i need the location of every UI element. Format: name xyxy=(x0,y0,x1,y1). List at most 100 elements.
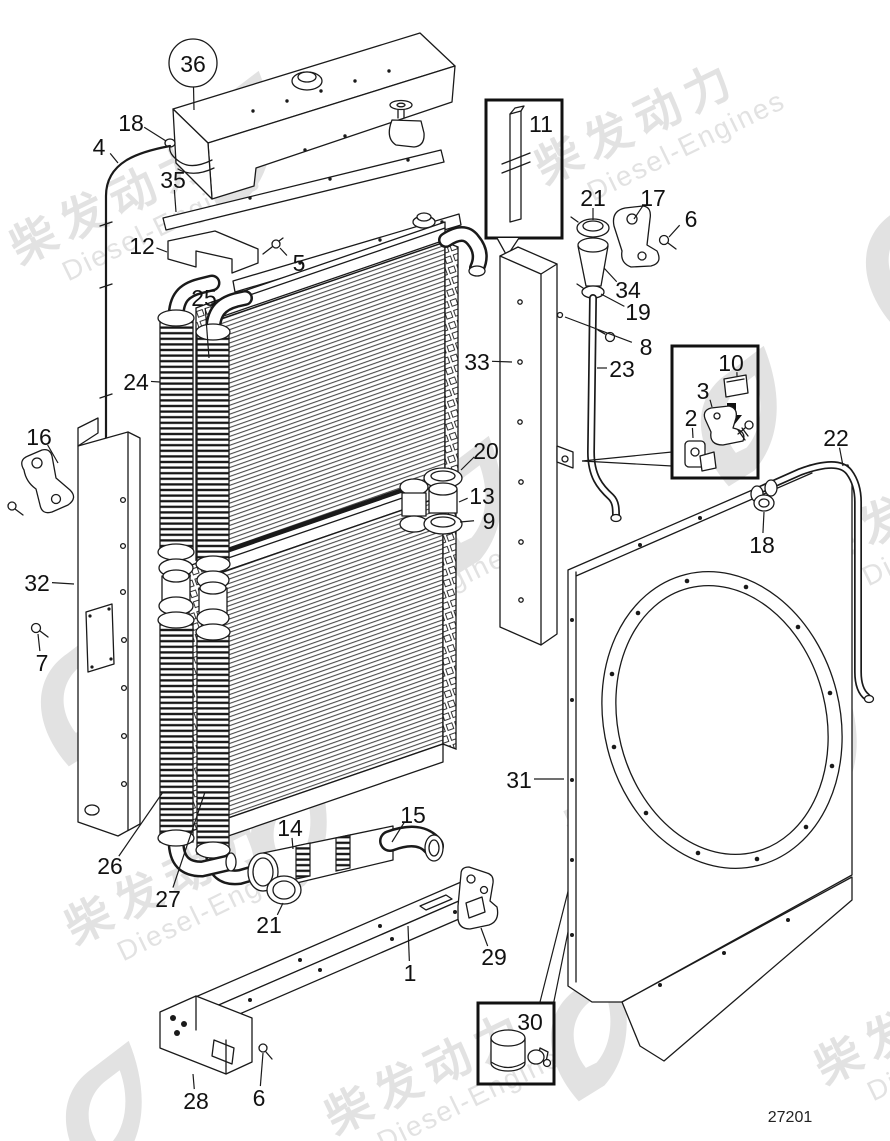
part-7-bolt xyxy=(30,622,49,638)
callout-number: 6 xyxy=(685,206,698,232)
callout-number: 35 xyxy=(160,167,186,193)
callout-27: 27 xyxy=(155,791,206,912)
part-26-hose xyxy=(157,611,237,878)
callout-4: 4 xyxy=(93,134,119,164)
callout-number: 12 xyxy=(129,233,155,259)
callout-number: 7 xyxy=(36,650,49,676)
part-16-bracket xyxy=(21,448,75,514)
callout-number: 29 xyxy=(481,944,507,970)
callout-21: 21 xyxy=(580,185,606,220)
callout-21: 21 xyxy=(256,902,284,938)
callout-36: 36 xyxy=(168,38,218,111)
callout-number: 22 xyxy=(823,425,849,451)
part-32-side-channel xyxy=(77,417,141,837)
part-28-bracket xyxy=(159,995,253,1075)
callout-number: 26 xyxy=(97,853,123,879)
callout-14: 14 xyxy=(277,815,303,850)
callout-24: 24 xyxy=(123,369,161,395)
inset-box-2-3-10 xyxy=(581,344,760,480)
part-8-bolt xyxy=(556,311,616,343)
callout-number: 27 xyxy=(155,886,181,912)
part-35-upper-strip xyxy=(162,149,445,231)
callout-2: 2 xyxy=(685,405,698,439)
callout-number: 17 xyxy=(640,185,666,211)
callout-6: 6 xyxy=(668,206,698,238)
part-6-bolt-left xyxy=(7,501,24,516)
callout-13: 13 xyxy=(458,483,495,509)
callout-number: 28 xyxy=(183,1088,209,1114)
part-36-top-tank xyxy=(164,32,456,200)
part-20-13-9-fittings xyxy=(399,467,463,535)
callout-18: 18 xyxy=(118,110,167,142)
callout-number: 20 xyxy=(473,438,499,464)
callout-number: 15 xyxy=(400,802,426,828)
part-5-screw xyxy=(262,237,284,255)
callout-7: 7 xyxy=(36,633,49,676)
callout-number: 18 xyxy=(749,532,775,558)
part-34-funnel xyxy=(577,237,609,287)
callout-17: 17 xyxy=(633,185,666,220)
part-6-bolt-bottom xyxy=(258,1043,273,1060)
callout-number: 23 xyxy=(609,356,635,382)
part-33-channel xyxy=(499,246,574,646)
part-24-hose xyxy=(157,274,221,561)
callout-number: 32 xyxy=(24,570,50,596)
callout-number: 2 xyxy=(685,405,698,431)
callout-11: 11 xyxy=(529,111,553,137)
callout-number: 31 xyxy=(506,767,532,793)
callout-19: 19 xyxy=(600,293,651,325)
callout-number: 25 xyxy=(191,285,217,311)
part-29-bracket xyxy=(457,866,499,930)
part-22-pipe xyxy=(750,461,875,704)
callout-number: 19 xyxy=(625,299,651,325)
part-14-15-21-hose-assembly xyxy=(247,825,444,905)
callout-12: 12 xyxy=(129,233,168,259)
callout-number: 24 xyxy=(123,369,149,395)
part-4-tube xyxy=(99,144,172,502)
watermark-logo xyxy=(66,1040,142,1141)
drawing-number: 27201 xyxy=(768,1109,813,1126)
callout-number: 36 xyxy=(180,51,206,77)
callout-number: 21 xyxy=(256,912,282,938)
callout-number: 18 xyxy=(118,110,144,136)
callout-number: 4 xyxy=(93,134,106,160)
callout-9: 9 xyxy=(459,508,496,534)
callout-number: 6 xyxy=(253,1085,266,1111)
callout-15: 15 xyxy=(391,802,426,843)
callout-28: 28 xyxy=(183,1073,209,1114)
inset-box-30 xyxy=(476,1001,556,1086)
part-23-tube xyxy=(586,294,622,523)
part-17-bracket xyxy=(612,205,660,268)
callout-26: 26 xyxy=(97,791,164,879)
part-6-bolt-top xyxy=(658,234,677,250)
callout-34: 34 xyxy=(603,267,641,303)
callout-number: 16 xyxy=(26,424,52,450)
callout-16: 16 xyxy=(26,424,59,464)
callout-number: 1 xyxy=(404,960,417,986)
part-lower-strip xyxy=(232,213,462,293)
part-31-fan-shroud xyxy=(539,464,853,1062)
callout-6: 6 xyxy=(253,1052,266,1111)
callout-8: 8 xyxy=(564,316,653,360)
callout-number: 5 xyxy=(293,250,306,276)
callout-35: 35 xyxy=(160,167,186,213)
callout-32: 32 xyxy=(24,570,75,596)
callout-number: 14 xyxy=(277,815,303,841)
callout-31: 31 xyxy=(506,767,564,793)
callout-3: 3 xyxy=(697,378,713,408)
callout-number: 13 xyxy=(469,483,495,509)
callout-number: 11 xyxy=(529,111,553,137)
part-12-bracket xyxy=(167,230,259,274)
callout-circle xyxy=(168,38,218,88)
watermark-logo xyxy=(866,185,890,327)
callout-number: 33 xyxy=(464,349,490,375)
callout-number: 30 xyxy=(517,1009,543,1035)
part-21-clamp-top xyxy=(570,216,610,238)
callout-number: 8 xyxy=(640,334,653,360)
callout-20: 20 xyxy=(460,438,499,471)
callout-29: 29 xyxy=(480,927,507,970)
callout-number: 9 xyxy=(483,508,496,534)
